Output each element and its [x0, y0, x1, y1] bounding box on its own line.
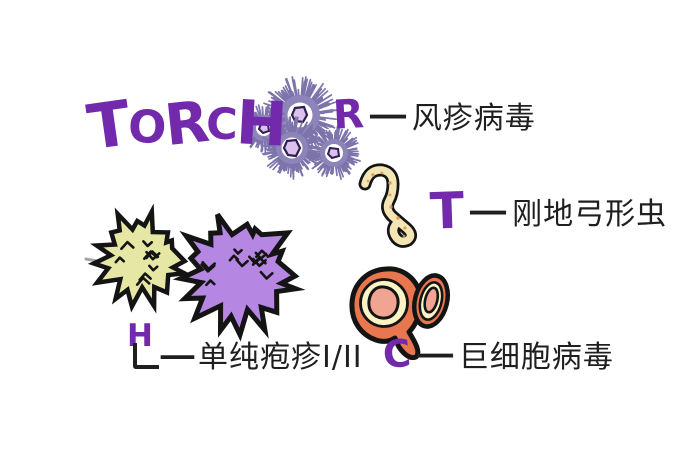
- rubella-label: R — 风疹病毒: [331, 91, 536, 139]
- cmv-name: 巨细胞病毒: [458, 340, 614, 375]
- parasite-speckles: [366, 171, 407, 238]
- cmv-label: C — 巨细胞病毒: [381, 330, 614, 378]
- rubella-letter: R: [331, 91, 365, 139]
- herpes-label: — 单纯疱疹I/II: [133, 338, 363, 378]
- toxoplasma-letter: T: [428, 181, 466, 241]
- toxoplasma-parasite-icon: [358, 163, 418, 248]
- herpes-letter: H: [127, 318, 153, 354]
- cmv-cells-icon: [349, 266, 451, 361]
- cmv-letter: C: [381, 330, 413, 378]
- herpes-dash: —: [158, 338, 197, 372]
- rubella-virus-icon: [241, 76, 361, 181]
- connector-corner-line: [133, 343, 159, 369]
- toxoplasma-name: 刚地弓形虫: [512, 197, 668, 232]
- toxoplasma-dash: —: [467, 193, 509, 229]
- rubella-dash: —: [367, 97, 409, 133]
- herpes-virus-icon: [84, 203, 306, 342]
- cmv-dash: —: [414, 336, 456, 372]
- herpes-name: 单纯疱疹I/II: [198, 340, 363, 375]
- page-title: TORCH: [83, 86, 288, 165]
- toxoplasma-label: T — 刚地弓形虫: [428, 181, 668, 241]
- rubella-name: 风疹病毒: [411, 101, 536, 136]
